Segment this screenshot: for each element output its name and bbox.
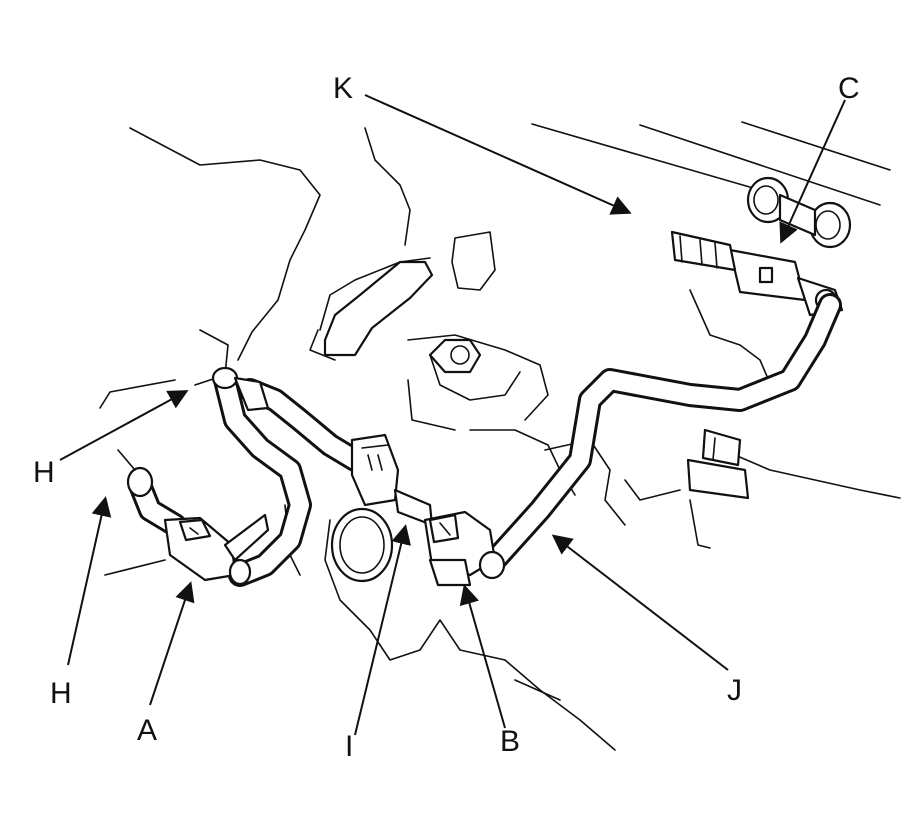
valve-c-assembly [670, 176, 852, 317]
leader-a [149, 581, 195, 706]
leader-j [551, 534, 729, 671]
label-j: J [727, 674, 742, 707]
connector-right [686, 428, 750, 500]
label-h-upper: H [33, 456, 55, 489]
valve-i [350, 433, 434, 527]
leader-i [354, 524, 411, 736]
label-k: K [333, 72, 353, 105]
throttle-body [330, 507, 394, 583]
leader-lines [59, 94, 846, 736]
label-i: I [345, 730, 353, 763]
leader-h-upper [59, 390, 189, 461]
leader-c [779, 99, 846, 244]
hose-h-to-a [213, 368, 312, 587]
hose-j [483, 293, 842, 572]
hose-h-lower [117, 449, 187, 537]
intake-tube [323, 260, 482, 374]
valve-b [423, 510, 506, 587]
label-h-lower: H [50, 677, 72, 710]
leader-h-lower [67, 496, 112, 666]
label-a: A [137, 714, 157, 747]
valve-a [104, 513, 270, 586]
leader-b [459, 584, 506, 729]
callout-labels: K C H H A I B J [33, 72, 860, 763]
label-c: C [838, 72, 860, 105]
hose-junction-h [211, 366, 270, 412]
label-b: B [500, 725, 520, 758]
leader-k [364, 94, 632, 215]
hose-h-to-i [238, 378, 367, 472]
